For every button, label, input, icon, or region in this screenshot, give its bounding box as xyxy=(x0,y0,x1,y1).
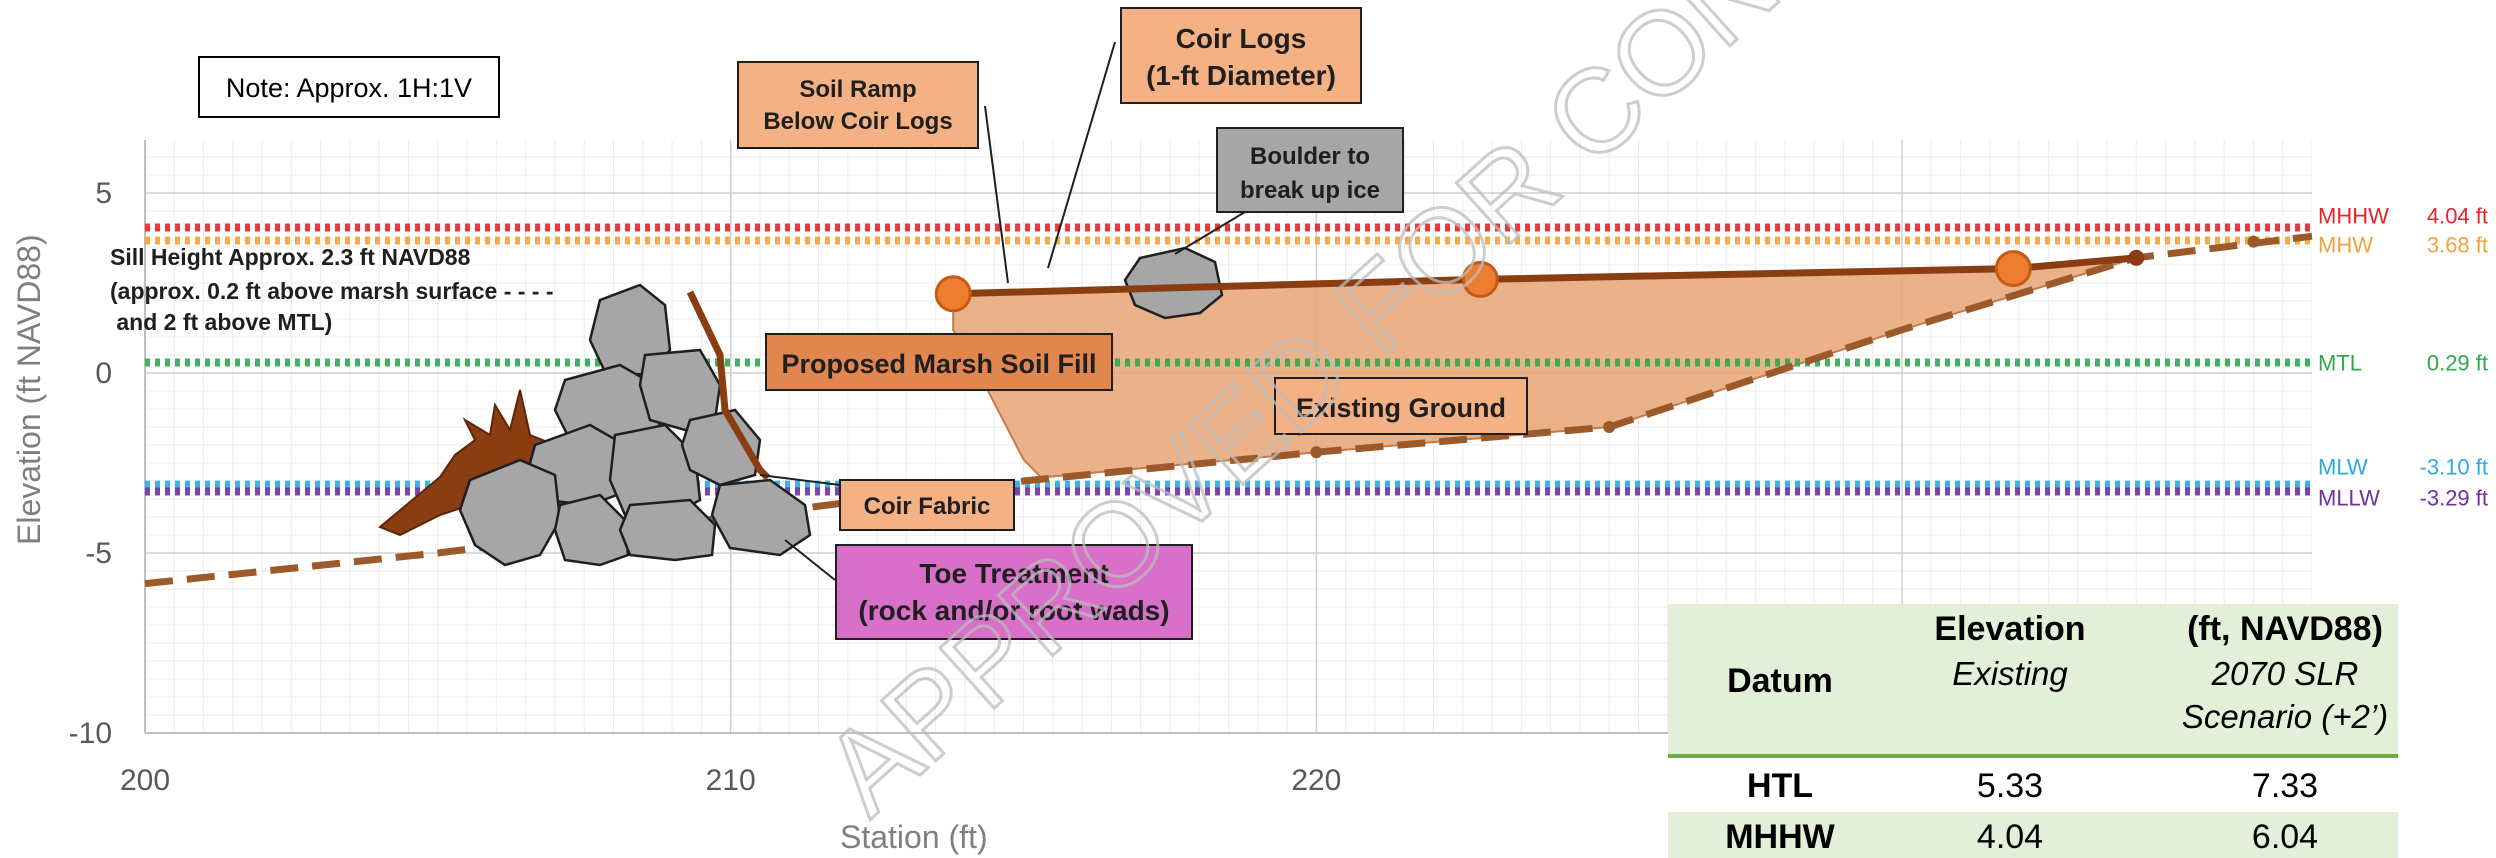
datum-value-label: -3.10 ft xyxy=(2420,455,2488,480)
sill-height-line2: (approx. 0.2 ft above marsh surface - - … xyxy=(110,278,554,304)
y-tick-label: -10 xyxy=(69,717,112,750)
x-tick-label: 220 xyxy=(1291,764,1341,797)
table-header-rule xyxy=(1668,754,2398,758)
boulder-line2: break up ice xyxy=(1240,177,1380,204)
x-tick-label: 200 xyxy=(120,764,170,797)
datum-labels: MHHW 4.04 ft MHW 3.68 ft MTL 0.29 ft MLW -3.10 … xyxy=(2318,204,2488,511)
coir-log-marker xyxy=(1994,250,2032,288)
boulder-leader xyxy=(1174,211,1246,255)
ground-point-marker xyxy=(1603,421,1616,433)
x-axis-label: Station (ft) xyxy=(840,819,988,855)
datum-name-label: MTL xyxy=(2318,351,2362,376)
coir-log-marker xyxy=(934,275,972,313)
coir-logs-leader xyxy=(1047,41,1116,269)
coir-line-end-marker xyxy=(2128,249,2145,266)
coir-fabric-box xyxy=(839,479,1015,531)
x-tick-labels: 200210220230 xyxy=(120,764,1927,797)
toe-rocks xyxy=(458,246,1224,567)
table-cell-existing: 5.33 xyxy=(1977,767,2043,805)
datum-value-label: 3.68 ft xyxy=(2427,233,2488,258)
datum-value-label: 0.29 ft xyxy=(2427,351,2488,376)
fill-label: Proposed Marsh Soil Fill xyxy=(781,349,1096,379)
table-header-bg xyxy=(1668,604,2398,754)
soil-ramp-leader xyxy=(984,105,1009,284)
sill-height-line1: Sill Height Approx. 2.3 ft NAVD88 xyxy=(110,244,471,270)
table-cell-datum: MHHW xyxy=(1725,818,1835,856)
table-header-slr-line2: Scenario (+2’) xyxy=(2182,698,2388,735)
coir-log-markers xyxy=(934,235,2260,459)
ground-point-marker xyxy=(2247,235,2260,248)
coir-logs-line1: Coir Logs xyxy=(1176,23,1307,54)
toe-leader xyxy=(784,539,836,581)
table-header-elevation: Elevation xyxy=(1934,610,2085,648)
boulder xyxy=(1123,246,1224,320)
table-row-bg xyxy=(1668,758,2398,812)
coir-log-marker xyxy=(1461,260,1499,298)
existing-ground-box xyxy=(1274,377,1528,435)
datum-name-label: MHHW xyxy=(2318,204,2389,229)
rock xyxy=(618,498,717,562)
coir-logs-line2: (1-ft Diameter) xyxy=(1146,60,1336,91)
toe-line1: Toe Treatment xyxy=(919,558,1108,589)
coir-logs-box xyxy=(1120,7,1362,104)
y-tick-labels: 5 0 -5 -10 xyxy=(69,177,112,750)
table-header-units: (ft, NAVD88) xyxy=(2187,610,2383,648)
boulder-line1: Boulder to xyxy=(1250,143,1370,170)
rock xyxy=(710,478,812,557)
coir-fabric-line xyxy=(686,290,771,481)
y-tick-label: -5 xyxy=(85,537,112,570)
table-cell-datum: HTL xyxy=(1747,767,1813,805)
rock xyxy=(680,408,762,487)
table-header-existing: Existing xyxy=(1952,655,2068,692)
datum-name-label: MLLW xyxy=(2318,485,2380,510)
soil-ramp-line2: Below Coir Logs xyxy=(763,108,952,135)
datum-name-label: MHW xyxy=(2318,233,2373,258)
table-header-slr-line1: 2070 SLR xyxy=(2211,655,2359,692)
toe-treatment-box xyxy=(835,544,1193,640)
toe-line2: (rock and/or root wads) xyxy=(858,595,1169,626)
datum-table: Datum Elevation Existing (ft, NAVD88) 20… xyxy=(1668,604,2398,858)
note-box xyxy=(198,56,500,118)
y-tick-label: 0 xyxy=(95,357,112,390)
rock xyxy=(458,458,562,567)
table-cell-slr: 6.04 xyxy=(2252,818,2318,856)
table-cell-slr: 7.33 xyxy=(2252,767,2318,805)
soil-ramp-line1: Soil Ramp xyxy=(799,76,916,103)
table-cell-existing: 4.04 xyxy=(1977,818,2043,856)
soil-ramp-box xyxy=(737,61,979,149)
table-row-bg xyxy=(1668,812,2398,858)
boulder-box xyxy=(1216,127,1404,213)
ground-point-marker xyxy=(1310,446,1323,459)
sill-height-line3: and 2 ft above MTL) xyxy=(110,309,332,335)
datum-value-label: -3.29 ft xyxy=(2420,485,2488,510)
y-tick-label: 5 xyxy=(95,177,112,210)
rock xyxy=(553,493,630,567)
note-text: Note: Approx. 1H:1V xyxy=(226,73,472,103)
datum-value-label: 4.04 ft xyxy=(2427,204,2488,229)
x-tick-label: 210 xyxy=(706,764,756,797)
coir-fabric-leader xyxy=(759,474,841,486)
existing-ground-label: Existing Ground xyxy=(1296,393,1506,423)
coir-fabric-label: Coir Fabric xyxy=(864,493,991,520)
table-header-datum: Datum xyxy=(1727,662,1833,700)
y-axis-label: Elevation (ft NAVD88) xyxy=(11,234,47,545)
fill-box xyxy=(765,333,1113,391)
coir-log-top-line xyxy=(953,254,2137,298)
datum-name-label: MLW xyxy=(2318,455,2368,480)
